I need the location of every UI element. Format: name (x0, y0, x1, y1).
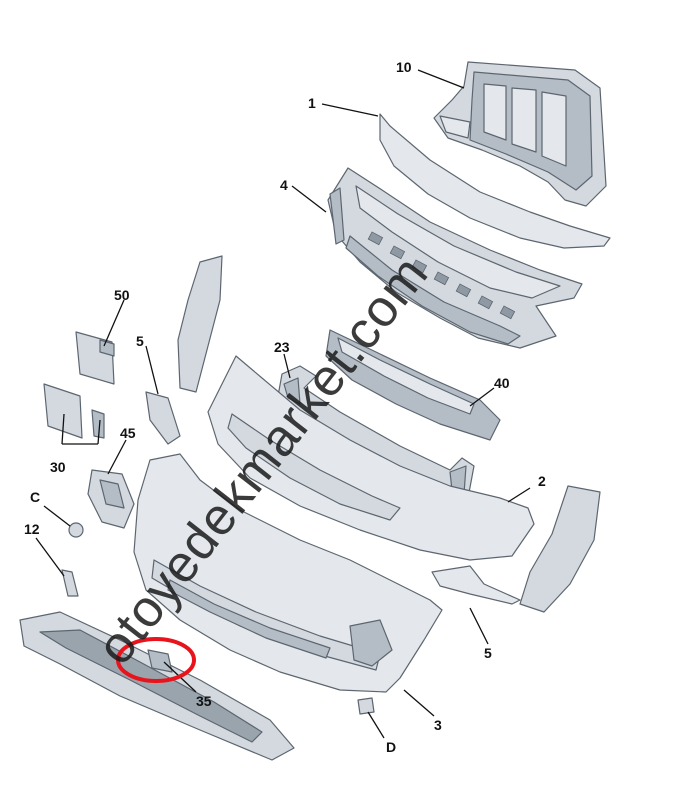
part-D-bracket (357, 697, 375, 715)
label-23: 23 (274, 339, 290, 355)
label-3: 3 (434, 717, 442, 733)
label-D: D (386, 739, 396, 755)
label-30: 30 (50, 459, 66, 475)
leader-lines (35, 69, 531, 739)
part-35-piece (147, 649, 173, 673)
part-3-bumper-cover (133, 453, 443, 693)
part-50-plate (75, 331, 115, 385)
part-1-upper-trim (379, 113, 611, 249)
part-C-clip (68, 522, 84, 538)
part-10-upper-support (433, 61, 607, 207)
label-1: 1 (308, 95, 316, 111)
part-45-bezel (87, 469, 135, 529)
label-C: C (30, 489, 40, 505)
label-35: 35 (196, 693, 212, 709)
label-5-upper: 5 (136, 333, 144, 349)
part-5-left-bracket (145, 255, 223, 445)
label-5-lower: 5 (484, 645, 492, 661)
underbody-shield (19, 611, 295, 761)
part-40-absorber (325, 329, 501, 441)
part-30-cover (43, 383, 105, 439)
part-4-grille-frame (327, 167, 583, 349)
label-50: 50 (114, 287, 130, 303)
part-labels: 10 1 4 50 5 23 40 45 30 C 2 12 5 35 3 D (24, 59, 546, 755)
label-45: 45 (120, 425, 136, 441)
label-40: 40 (494, 375, 510, 391)
part-12-bracket (61, 569, 79, 597)
label-4: 4 (280, 177, 288, 193)
label-2: 2 (538, 473, 546, 489)
label-10: 10 (396, 59, 412, 75)
part-5-right-bracket (431, 485, 601, 613)
label-12: 12 (24, 521, 40, 537)
part-2-upper-cover (207, 355, 535, 561)
highlight-circle (116, 637, 196, 683)
grille-slots (367, 231, 516, 320)
